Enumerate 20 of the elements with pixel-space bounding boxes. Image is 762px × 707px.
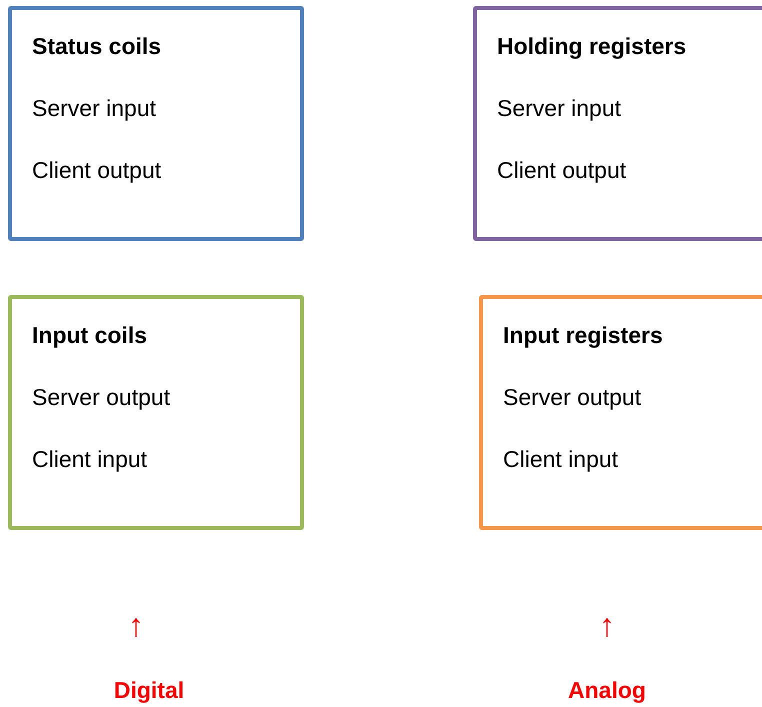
- box-text: Client output: [32, 156, 162, 184]
- box-text: Server input: [497, 94, 622, 122]
- category-label: Digital: [114, 676, 184, 704]
- box-heading: Holding registers: [497, 32, 686, 60]
- box-text: Server input: [32, 94, 156, 122]
- box-heading: Input coils: [32, 321, 147, 349]
- box-text: Client input: [503, 445, 618, 473]
- register-box: [8, 295, 304, 530]
- register-box: [8, 6, 304, 241]
- up-arrow-symbol: ↑: [128, 607, 144, 643]
- register-box: [479, 295, 762, 530]
- box-heading: Status coils: [32, 32, 162, 60]
- up-arrow-symbol: ↑: [599, 607, 615, 643]
- box-text: Server output: [32, 383, 170, 411]
- box-text: Client output: [497, 156, 626, 184]
- register-box: [473, 6, 762, 241]
- box-heading: Input registers: [503, 321, 663, 349]
- box-text: Server output: [503, 383, 642, 411]
- box-text: Client input: [32, 445, 148, 473]
- category-label: Analog: [568, 676, 646, 704]
